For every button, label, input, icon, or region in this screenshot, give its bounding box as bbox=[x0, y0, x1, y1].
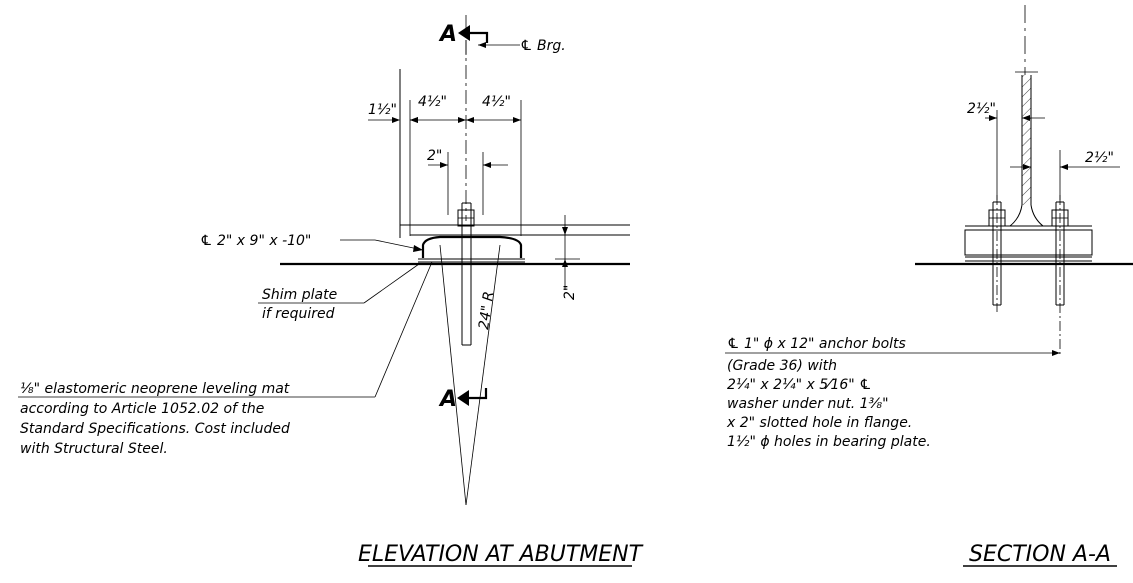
mat-leader bbox=[374, 261, 433, 398]
dim-edge-label: 1½" bbox=[368, 102, 397, 118]
bolt-note-line5: x 2" slotted hole in flange. bbox=[726, 415, 912, 431]
bolt-note-line4: washer under nut. 1⅜" bbox=[727, 396, 889, 412]
bearing-plate-section bbox=[964, 229, 1093, 256]
mat-note-line2: according to Article 1052.02 of the bbox=[20, 401, 264, 417]
anchor-bolt-left bbox=[988, 195, 1006, 312]
elevation-title: ELEVATION AT ABUTMENT bbox=[358, 542, 644, 567]
radius-line bbox=[465, 244, 501, 506]
shim-label-line2: if required bbox=[262, 306, 335, 322]
bolt-note-line2: (Grade 36) with bbox=[727, 358, 837, 374]
shim-label-line1: Shim plate bbox=[262, 287, 337, 303]
mat-note-line1: ⅛" elastomeric neoprene leveling mat bbox=[20, 381, 290, 397]
section-marker-top-label: A bbox=[438, 22, 457, 47]
bolt-note-line3: 2¼" x 2¼" x 5⁄16" ℄ bbox=[727, 377, 872, 393]
cl-brg-label: ℄ Brg. bbox=[520, 38, 566, 54]
dim-right-label: 2½" bbox=[1085, 150, 1114, 166]
section-marker-top: A bbox=[438, 22, 489, 47]
elevation-view: A ℄ Brg. 1½" 4½" 4½" bbox=[18, 15, 644, 567]
shim-leader bbox=[363, 263, 420, 304]
bearing-plate bbox=[421, 235, 523, 258]
dim-left-label: 2½" bbox=[967, 101, 996, 117]
section-view: 2½" 2½" ℄ 1" ϕ x 12" anchor bolts (Grade… bbox=[725, 5, 1133, 567]
dim-half-left-label: 4½" bbox=[418, 94, 447, 110]
plate-label: ℄ 2" x 9" x -10" bbox=[200, 233, 311, 249]
dim-plate-thk-label: 2" bbox=[562, 285, 578, 300]
plate-leader bbox=[340, 239, 424, 251]
section-marker-bottom-label: A bbox=[438, 387, 457, 412]
mat-note-line4: with Structural Steel. bbox=[20, 441, 168, 457]
dim-half-right-label: 4½" bbox=[482, 94, 511, 110]
section-marker-bottom: A bbox=[438, 387, 488, 412]
bolt-note-line1: ℄ 1" ϕ x 12" anchor bolts bbox=[727, 336, 906, 352]
bolt-note-line6: 1½" ϕ holes in bearing plate. bbox=[727, 434, 931, 450]
section-title: SECTION A-A bbox=[969, 542, 1111, 567]
dim-two-label: 2" bbox=[427, 148, 442, 164]
anchor-bolt-right bbox=[1051, 195, 1069, 355]
mat-note-line3: Standard Specifications. Cost included bbox=[20, 421, 290, 437]
radius-label: 24" R bbox=[476, 290, 497, 330]
